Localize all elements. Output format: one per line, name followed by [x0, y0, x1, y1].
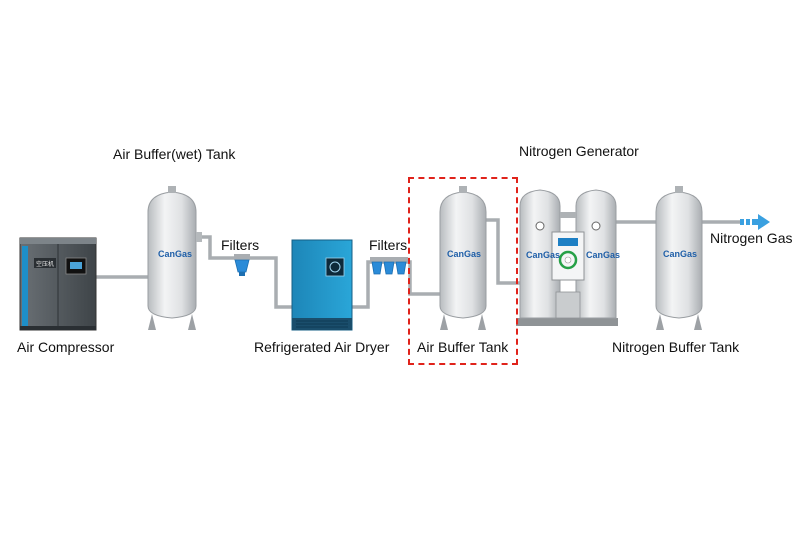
- label-air-buffer-wet-tank: Air Buffer(wet) Tank: [113, 146, 236, 162]
- brand-logo-n2-buffer: CanGas: [663, 249, 697, 259]
- filter-1: [234, 254, 250, 276]
- dryer-control-panel: [325, 257, 345, 277]
- label-nitrogen-generator: Nitrogen Generator: [519, 143, 639, 159]
- air-compressor: [19, 237, 97, 331]
- nitrogen-generator: [516, 189, 618, 326]
- brand-logo-air-buffer: CanGas: [447, 249, 481, 259]
- brand-logo-generator-left: CanGas: [526, 250, 560, 260]
- compressor-blue-strip: [22, 246, 28, 326]
- label-air-compressor: Air Compressor: [17, 339, 115, 355]
- brand-logo-generator-right: CanGas: [586, 250, 620, 260]
- compressor-panel-text: 空压机: [36, 260, 54, 268]
- generator-status-ring: [558, 250, 578, 270]
- label-air-buffer-tank: Air Buffer Tank: [417, 339, 509, 355]
- air-buffer-tank-highlight: [408, 177, 518, 365]
- compressor-panel-label: [34, 258, 56, 268]
- air-buffer-wet-tank: [147, 186, 202, 330]
- label-filters-1: Filters: [221, 237, 260, 253]
- label-refrigerated-air-dryer: Refrigerated Air Dryer: [254, 339, 390, 355]
- gauge-icon: [535, 221, 601, 231]
- nitrogen-buffer-tank: [655, 186, 703, 330]
- label-nitrogen-gas: Nitrogen Gas: [710, 230, 793, 246]
- label-nitrogen-buffer-tank: Nitrogen Buffer Tank: [612, 339, 740, 355]
- air-buffer-tank: [439, 186, 487, 330]
- brand-logo-wet-tank: CanGas: [158, 249, 192, 259]
- filters-2: [370, 257, 408, 275]
- refrigerated-air-dryer: [291, 239, 353, 331]
- arrow-right-icon: [740, 214, 770, 230]
- label-filters-2: Filters: [369, 237, 408, 253]
- pipe-air-buffer-to-generator: [484, 218, 520, 285]
